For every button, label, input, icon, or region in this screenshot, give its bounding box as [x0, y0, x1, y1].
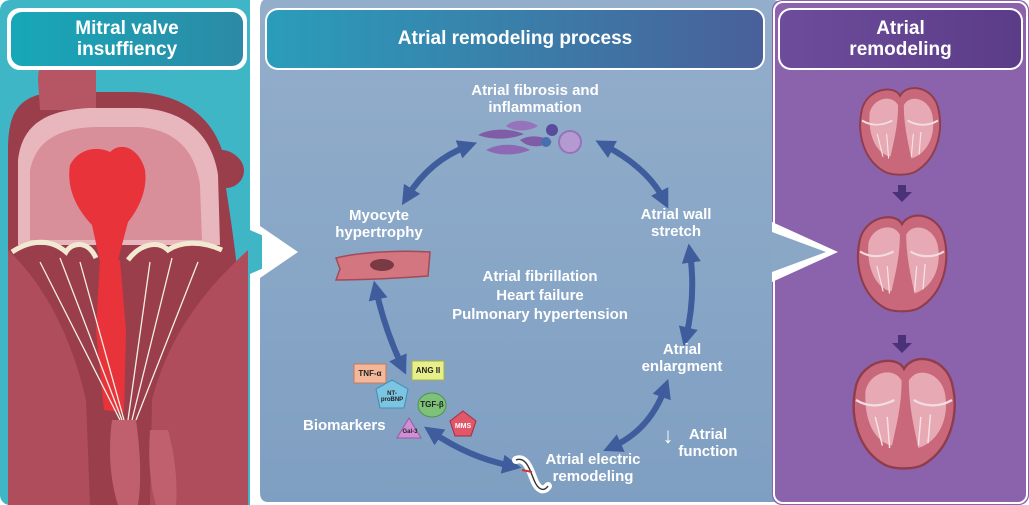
- down-arrow-icon: [892, 185, 912, 202]
- biomarker-gal-3: Gal-3: [402, 429, 418, 435]
- label-myocyte-hypertrophy: Myocyte hypertrophy: [335, 207, 423, 241]
- center-panel-background: [260, 0, 826, 502]
- electric-signal-illustration: [512, 455, 552, 494]
- center-panel-title-text: Atrial remodeling process: [397, 28, 633, 50]
- down-arrow-icon: [892, 335, 912, 353]
- biomarker-tnf-alpha: TNF-α: [358, 368, 382, 378]
- heart-cross-section-illustration: [8, 52, 248, 505]
- label-biomarkers: Biomarkers: [303, 417, 386, 434]
- label-wall-stretch: Atrial wall stretch: [640, 206, 712, 240]
- atrial-remodeling-heart-stage-2: [856, 214, 948, 313]
- label-electric-remodeling: Atrial electric remodeling: [545, 451, 641, 485]
- biomarker-shapes: [353, 360, 477, 439]
- label-enlargement: Atrial enlargment: [641, 341, 723, 375]
- biomarker-nt-probnp: NT-proBNP: [380, 391, 404, 403]
- right-panel-title-text: Atrial remodeling: [849, 17, 952, 60]
- atrial-remodeling-heart-stage-1: [859, 87, 942, 176]
- biomarker-shape-ang: [411, 360, 445, 381]
- remodeling-cycle-arrows: [368, 140, 701, 474]
- atrial-function-arrow: ↓: [662, 423, 674, 448]
- outcomes-list: Atrial fibrillation Heart failure Pulmon…: [440, 267, 640, 325]
- outcome-heart-failure: Heart failure: [496, 287, 584, 305]
- biomarker-shape-gal3: [396, 417, 422, 439]
- biomarker-shape-ntprobnp: [375, 379, 409, 409]
- myocyte-illustration: [334, 250, 431, 281]
- cycle-arrow-enlargement-electric: [603, 378, 671, 452]
- biomarker-shape-tnf: [353, 363, 387, 384]
- cycle-arrow-fibrosis-stretch: [595, 140, 669, 209]
- atrial-remodeling-heart-stage-3: [852, 357, 956, 470]
- cycle-arrow-stretch-enlargement: [678, 243, 701, 347]
- outcome-atrial-fibrillation: Atrial fibrillation: [482, 268, 598, 285]
- label-fibrosis: Atrial fibrosis and inflammation: [471, 82, 599, 116]
- biomarker-mms: MMS: [454, 422, 472, 430]
- left-panel-title: Mitral valve insuffiency: [7, 8, 247, 70]
- left-panel-title-text: Mitral valve insuffiency: [75, 17, 179, 60]
- outcome-pulmonary-hypertension: Pulmonary hypertension: [452, 306, 628, 324]
- right-panel-title: Atrial remodeling: [778, 8, 1023, 70]
- biomarker-shape-mms: [449, 410, 477, 437]
- biomarker-ang-ii: ANG II: [415, 365, 441, 375]
- cycle-arrow-hypertrophy-fibrosis: [401, 140, 478, 206]
- label-atrial-function: Atrial function: [678, 426, 738, 460]
- fibrosis-cells-illustration: [478, 120, 582, 155]
- biomarker-shape-tgf: [417, 392, 447, 418]
- cycle-arrow-electric-biomarkers: [424, 426, 522, 474]
- center-panel-title: Atrial remodeling process: [265, 8, 765, 70]
- biomarker-tgf-beta: TGF-β: [420, 400, 444, 409]
- cycle-arrow-biomarkers-hypertrophy: [368, 280, 407, 375]
